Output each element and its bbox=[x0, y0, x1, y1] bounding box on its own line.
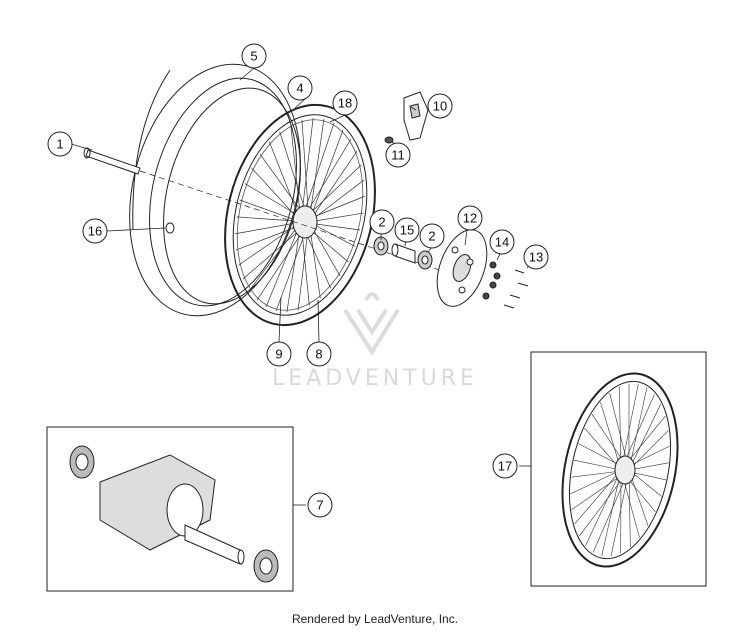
spoke bbox=[251, 167, 302, 223]
callout-circle bbox=[47, 131, 73, 157]
spoke bbox=[308, 150, 358, 223]
wheel-hub bbox=[292, 205, 318, 239]
disc-nuts bbox=[482, 261, 501, 300]
callout-circle bbox=[489, 229, 515, 255]
spoke bbox=[628, 403, 662, 471]
valve bbox=[165, 222, 175, 234]
callout-label: 2 bbox=[428, 229, 435, 244]
callout-c11: 11 bbox=[385, 142, 411, 168]
callout-c18: 18 bbox=[332, 90, 358, 116]
callout-label: 10 bbox=[433, 99, 447, 114]
spoke bbox=[628, 387, 648, 471]
callout-label: 11 bbox=[391, 148, 405, 163]
callout-c13: 13 bbox=[523, 244, 549, 270]
spoke bbox=[290, 124, 302, 223]
spoke bbox=[300, 117, 314, 223]
callout-circle bbox=[394, 217, 420, 243]
spoke bbox=[570, 469, 622, 495]
callout-c9: 9 bbox=[266, 341, 292, 367]
callout-label: 18 bbox=[338, 96, 352, 111]
hub-assembly bbox=[69, 445, 279, 583]
callout-label: 14 bbox=[495, 235, 509, 250]
callout-label: 9 bbox=[275, 347, 282, 362]
callout-c16: 16 bbox=[82, 218, 108, 244]
spoke bbox=[601, 469, 622, 557]
callout-label: 8 bbox=[315, 347, 322, 362]
callout-c2a: 2 bbox=[369, 209, 395, 235]
callout-c12: 12 bbox=[457, 205, 483, 231]
callout-circle bbox=[266, 341, 292, 367]
callout-circle bbox=[307, 492, 333, 518]
callout-c17: 17 bbox=[492, 453, 518, 479]
callout-c10: 10 bbox=[427, 93, 453, 119]
callout-c8: 8 bbox=[306, 341, 332, 367]
bearings-spacer bbox=[373, 236, 433, 270]
callout-circle bbox=[369, 209, 395, 235]
callout-c7: 7 bbox=[307, 492, 333, 518]
callout-label: 7 bbox=[316, 498, 323, 513]
front-wheel bbox=[224, 103, 376, 327]
watermark: LEADVENTURE bbox=[272, 292, 478, 391]
callout-circle bbox=[241, 43, 267, 69]
spoke bbox=[265, 221, 302, 308]
spoke bbox=[239, 199, 302, 223]
callout-circle bbox=[457, 205, 483, 231]
spoke bbox=[301, 119, 310, 223]
complete-wheel bbox=[561, 372, 679, 568]
spoke bbox=[585, 469, 622, 546]
callout-circle bbox=[427, 93, 453, 119]
callout-circle bbox=[492, 453, 518, 479]
spoke bbox=[574, 469, 622, 525]
callout-c15: 15 bbox=[394, 217, 420, 243]
callout-label: 1 bbox=[56, 137, 63, 152]
spoke bbox=[300, 122, 335, 223]
callout-circle bbox=[306, 341, 332, 367]
callout-c5: 5 bbox=[241, 43, 267, 69]
spoke bbox=[268, 141, 302, 223]
callout-label: 12 bbox=[463, 211, 477, 226]
callout-label: 13 bbox=[529, 250, 543, 265]
spoke bbox=[248, 221, 302, 291]
spoke bbox=[619, 386, 622, 471]
spoke bbox=[573, 459, 622, 471]
inset-hub bbox=[614, 455, 636, 485]
callout-c2b: 2 bbox=[419, 223, 445, 249]
watermark-logo-icon bbox=[343, 292, 400, 356]
footer-credit: Rendered by LeadVenture, Inc. bbox=[291, 612, 459, 626]
callout-c14: 14 bbox=[489, 229, 515, 255]
hub-detail-box bbox=[46, 426, 294, 592]
callout-label: 17 bbox=[498, 459, 512, 474]
spoke bbox=[308, 212, 364, 223]
callout-label: 5 bbox=[250, 49, 257, 64]
spoke bbox=[235, 221, 302, 235]
spoke bbox=[628, 430, 669, 471]
callout-circle bbox=[332, 90, 358, 116]
disc-bolts bbox=[503, 269, 529, 309]
wheel-detail-box bbox=[530, 351, 707, 587]
spoke bbox=[584, 427, 622, 471]
spoke bbox=[600, 402, 622, 471]
callout-c4: 4 bbox=[287, 75, 313, 101]
spokes-inset bbox=[570, 383, 670, 557]
callout-circle bbox=[82, 218, 108, 244]
callout-label: 16 bbox=[88, 224, 102, 239]
callout-circle bbox=[523, 244, 549, 270]
spoke bbox=[308, 129, 344, 223]
callout-circle bbox=[385, 142, 411, 168]
brake-disc bbox=[436, 229, 488, 307]
watermark-text: LEADVENTURE bbox=[272, 366, 478, 391]
spoke-protector bbox=[384, 91, 429, 144]
callout-label: 4 bbox=[296, 81, 303, 96]
callout-circle bbox=[287, 75, 313, 101]
callout-circle bbox=[419, 223, 445, 249]
callout-c1: 1 bbox=[47, 131, 73, 157]
callout-label: 15 bbox=[400, 223, 414, 238]
axle bbox=[83, 147, 471, 281]
callout-label: 2 bbox=[378, 215, 385, 230]
spoke bbox=[628, 462, 669, 471]
